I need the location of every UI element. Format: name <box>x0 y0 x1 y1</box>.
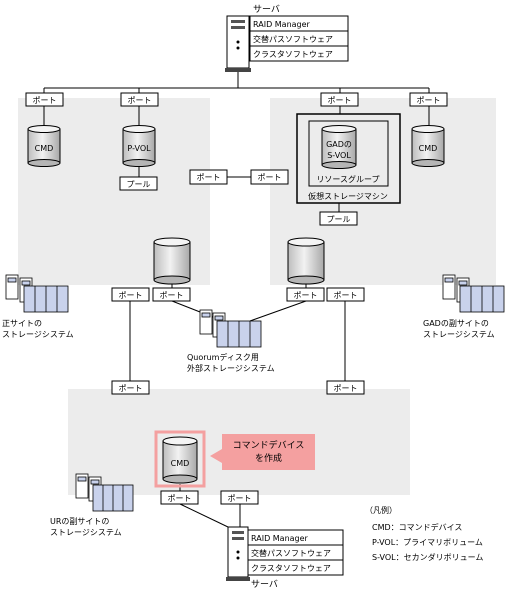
callout-line1: コマンドデバイス <box>233 439 305 451</box>
legend: （凡例） CMD：コマンドデバイス P-VOL：プライマリボリューム S-VOL… <box>365 505 483 562</box>
port-label: ポート <box>258 173 282 182</box>
virtual-storage-machine-box <box>296 113 401 204</box>
port: ポート <box>250 169 289 185</box>
port: ポート <box>120 92 159 107</box>
port-label: ポート <box>228 494 252 503</box>
pvol-label: P-VOL <box>127 144 151 153</box>
software-cluster: クラスタソフトウェア <box>251 564 331 573</box>
svol-volume: GADの S-VOL <box>321 125 357 169</box>
port-label: ポート <box>328 96 352 105</box>
legend-item: CMD：コマンドデバイス <box>372 522 462 532</box>
port: ポート <box>111 380 150 395</box>
port-label: ポート <box>160 291 184 300</box>
pool-label: プール <box>127 180 151 189</box>
pool-gad: プール <box>319 211 358 226</box>
virtual-storage-label: 仮想ストレージマシン <box>308 191 388 201</box>
port: ポート <box>111 287 150 302</box>
pool-label: プール <box>327 215 351 224</box>
gad-storage-caption-line2: ストレージシステム <box>423 330 495 339</box>
port-label: ポート <box>168 494 192 503</box>
software-raid-manager: RAID Manager <box>251 534 309 543</box>
server-icon <box>226 526 250 581</box>
quorum-volume-right <box>287 237 325 285</box>
port: ポート <box>160 490 199 505</box>
svol-label-line2: S-VOL <box>327 151 351 160</box>
port-label: ポート <box>33 96 57 105</box>
cmd-volume-primary: CMD <box>27 125 61 167</box>
quorum-volume-left <box>153 237 191 285</box>
software-alternate-path: 交替パスソフトウェア <box>251 548 331 558</box>
pvol-volume: P-VOL <box>122 125 156 167</box>
legend-title: （凡例） <box>365 505 397 515</box>
port: ポート <box>25 92 64 107</box>
ur-storage-caption-line2: ストレージシステム <box>50 528 122 537</box>
port-label: ポート <box>417 96 441 105</box>
primary-storage-icon <box>5 274 69 313</box>
gad-secondary-storage-icon <box>442 274 505 313</box>
port: ポート <box>320 92 359 107</box>
software-alternate-path: 交替パスソフトウェア <box>253 34 333 44</box>
port-label: ポート <box>294 291 318 300</box>
ur-storage-caption-line1: URの副サイトの <box>50 517 109 526</box>
cmd-volume-gad: CMD <box>411 125 445 167</box>
primary-storage-caption-line2: ストレージシステム <box>2 330 74 339</box>
port-label: ポート <box>334 384 358 393</box>
port: ポート <box>286 287 325 302</box>
top-server-software-stack: RAID Manager 交替パスソフトウェア クラスタソフトウェア <box>249 15 349 62</box>
port: ポート <box>326 287 365 302</box>
server-icon <box>225 15 251 72</box>
connection-lines <box>43 72 430 528</box>
callout-line2: を作成 <box>255 452 282 464</box>
port: ポート <box>152 287 191 302</box>
port-label: ポート <box>119 291 143 300</box>
bottom-server-software-stack: RAID Manager 交替パスソフトウェア クラスタソフトウェア <box>247 529 344 576</box>
port: ポート <box>220 490 259 505</box>
cmd-label: CMD <box>35 144 54 153</box>
resource-group-box <box>308 120 389 187</box>
port-label: ポート <box>334 291 358 300</box>
svol-label-line1: GADの <box>326 140 352 149</box>
cmd-label: CMD <box>419 144 438 153</box>
create-command-device-callout: コマンドデバイス を作成 <box>210 434 315 470</box>
resource-group-label: リソースグループ <box>316 174 379 184</box>
gad-storage-caption-line1: GADの副サイトの <box>423 319 489 328</box>
port: ポート <box>326 380 365 395</box>
port-label: ポート <box>197 173 221 182</box>
cmd-label: CMD <box>171 459 190 468</box>
top-server: サーバ RAID Manager 交替パスソフトウェア クラスタソフトウェア <box>225 4 349 72</box>
primary-storage-caption-line1: 正サイトの <box>2 319 42 328</box>
port-label: ポート <box>128 96 152 105</box>
software-raid-manager: RAID Manager <box>253 20 311 29</box>
cmd-volume-ur: CMD <box>162 436 198 484</box>
software-cluster: クラスタソフトウェア <box>253 50 333 59</box>
bottom-server-label: サーバ <box>251 579 278 590</box>
cmd-highlight-frame <box>154 430 206 488</box>
legend-item: P-VOL：プライマリボリューム <box>372 538 483 547</box>
port: ポート <box>409 92 448 107</box>
top-server-label: サーバ <box>253 4 280 15</box>
quorum-storage-caption-line1: Quorumディスク用 <box>187 352 259 362</box>
pool-primary: プール <box>119 176 158 191</box>
legend-item: S-VOL：セカンダリボリューム <box>372 552 483 562</box>
bottom-server: RAID Manager 交替パスソフトウェア クラスタソフトウェア サーバ <box>226 526 344 590</box>
port-label: ポート <box>119 384 143 393</box>
quorum-storage-icon <box>199 309 262 348</box>
quorum-storage-caption-line2: 外部ストレージシステム <box>187 363 275 373</box>
port: ポート <box>189 169 228 185</box>
ur-secondary-storage-icon <box>75 473 134 512</box>
